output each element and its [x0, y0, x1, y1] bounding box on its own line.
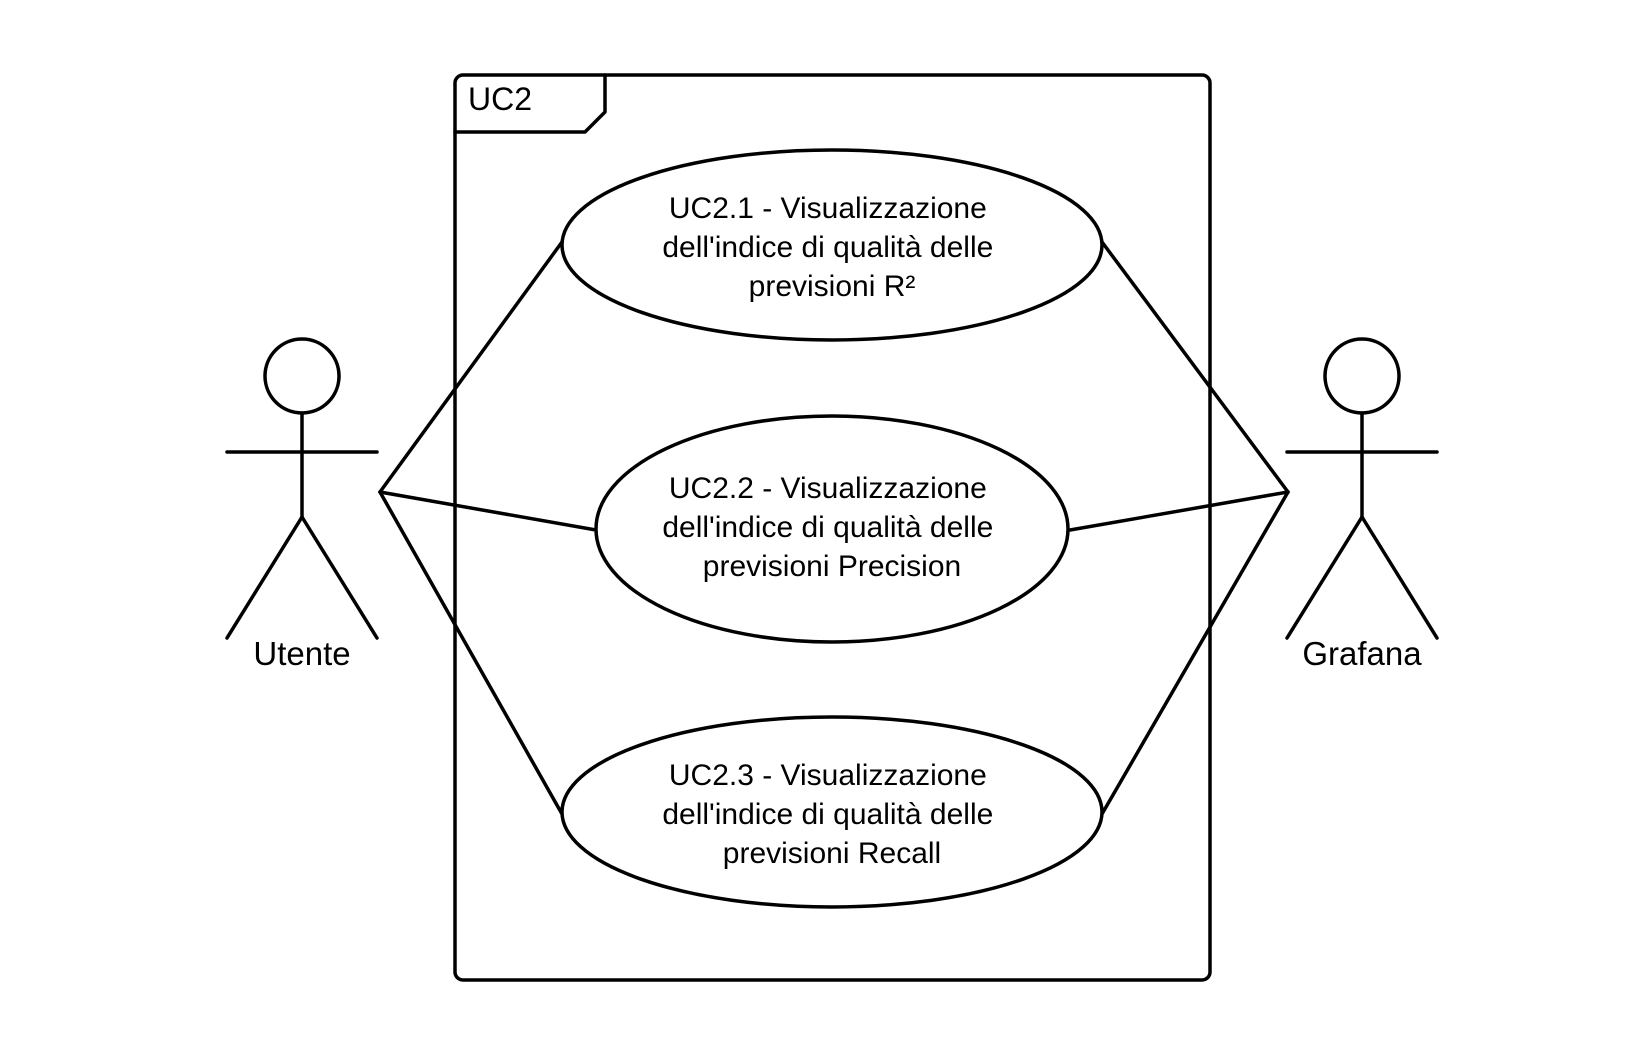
actor-label: Utente	[253, 635, 350, 672]
use-case-text: UC2.2 - Visualizzazione dell'indice di q…	[662, 472, 1001, 583]
association-utente-uc2-3[interactable]	[378, 490, 564, 816]
actor-head	[263, 337, 341, 415]
actor-label: Grafana	[1302, 635, 1422, 672]
association-grafana-uc2-1[interactable]	[1100, 240, 1290, 494]
use-case-uc2-1[interactable]: UC2.1 - Visualizzazione dell'indice di q…	[560, 148, 1104, 342]
system-frame-tab	[453, 73, 607, 134]
actor-leg-left	[1285, 515, 1364, 640]
use-case-ellipse	[560, 715, 1104, 909]
association-utente-uc2-2[interactable]	[378, 490, 598, 532]
association-grafana-uc2-3[interactable]	[1100, 490, 1290, 816]
actor-head	[1323, 337, 1401, 415]
use-case-line: UC2.1 - Visualizzazione	[669, 192, 987, 225]
use-case-line: dell'indice di qualità delle	[662, 511, 993, 544]
actor-leg-right	[300, 515, 379, 640]
use-case-line: dell'indice di qualità delle	[662, 798, 993, 831]
use-case-line: previsioni R²	[749, 270, 916, 303]
use-case-text: UC2.1 - Visualizzazione dell'indice di q…	[662, 192, 1001, 303]
use-case-uc2-2[interactable]: UC2.2 - Visualizzazione dell'indice di q…	[594, 414, 1070, 644]
actor-grafana[interactable]: Grafana	[1285, 337, 1439, 672]
use-case-uc2-3[interactable]: UC2.3 - Visualizzazione dell'indice di q…	[560, 715, 1104, 909]
use-case-ellipse	[594, 414, 1070, 644]
actor-leg-left	[225, 515, 304, 640]
use-case-line: UC2.2 - Visualizzazione	[669, 472, 987, 505]
system-boundary[interactable]: UC2	[453, 73, 1212, 982]
use-case-line: previsioni Recall	[723, 837, 941, 870]
actor-utente[interactable]: Utente	[225, 337, 379, 672]
associations	[378, 240, 1290, 816]
association-utente-uc2-1[interactable]	[378, 240, 564, 494]
use-case-text: UC2.3 - Visualizzazione dell'indice di q…	[662, 759, 1001, 870]
actor-leg-right	[1360, 515, 1439, 640]
use-case-line: previsioni Precision	[703, 550, 961, 583]
use-case-ellipse	[560, 148, 1104, 342]
system-label: UC2	[468, 81, 532, 117]
system-frame	[453, 73, 1212, 982]
use-case-line: UC2.3 - Visualizzazione	[669, 759, 987, 792]
association-grafana-uc2-2[interactable]	[1068, 490, 1290, 532]
use-case-line: dell'indice di qualità delle	[662, 231, 993, 264]
